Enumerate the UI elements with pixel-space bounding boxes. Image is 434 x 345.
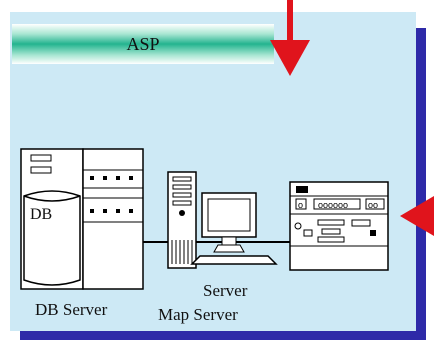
svg-text:oo: oo — [368, 200, 378, 210]
asp-label: ASP — [126, 33, 160, 54]
asp-bar: ASP — [12, 24, 274, 64]
server-label: Server — [203, 281, 248, 300]
arrow-left-icon — [400, 196, 434, 236]
svg-text:o: o — [298, 200, 303, 210]
network-device-icon: o oooooo oo — [289, 181, 389, 271]
keyboard-icon — [190, 255, 278, 265]
db-server-label: DB Server — [35, 300, 108, 319]
arrow-down-icon — [270, 0, 310, 76]
monitor-icon — [201, 192, 257, 253]
db-label: DB — [30, 206, 53, 223]
svg-text:oooooo: oooooo — [318, 200, 348, 210]
server-rack-icon — [82, 148, 144, 290]
map-server-label: Map Server — [158, 305, 238, 324]
tower-computer-icon — [167, 171, 197, 269]
